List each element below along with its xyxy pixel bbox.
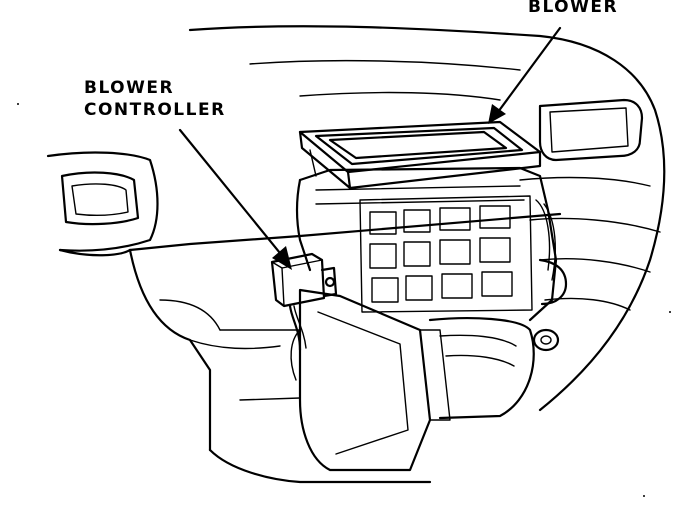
blower-controller-module — [270, 252, 338, 352]
right-air-vent — [538, 98, 644, 162]
blower-leader — [488, 26, 562, 124]
controller-label-line-1: BLOWER — [84, 78, 175, 98]
dashboard-outline — [188, 25, 666, 412]
blower-inlet-frame — [298, 120, 542, 190]
blower-callout-label: BLOWER — [528, 0, 619, 17]
blower-intake-grille — [359, 195, 533, 313]
blower-housing — [295, 166, 568, 420]
blower-arrowhead — [488, 104, 506, 124]
controller-arrowhead — [272, 246, 292, 270]
blower-controller-callout-label: BLOWER CONTROLLER — [84, 77, 226, 121]
controller-label-line-2: CONTROLLER — [84, 100, 226, 120]
heater-duct — [290, 288, 451, 472]
controller-leader — [178, 128, 292, 270]
